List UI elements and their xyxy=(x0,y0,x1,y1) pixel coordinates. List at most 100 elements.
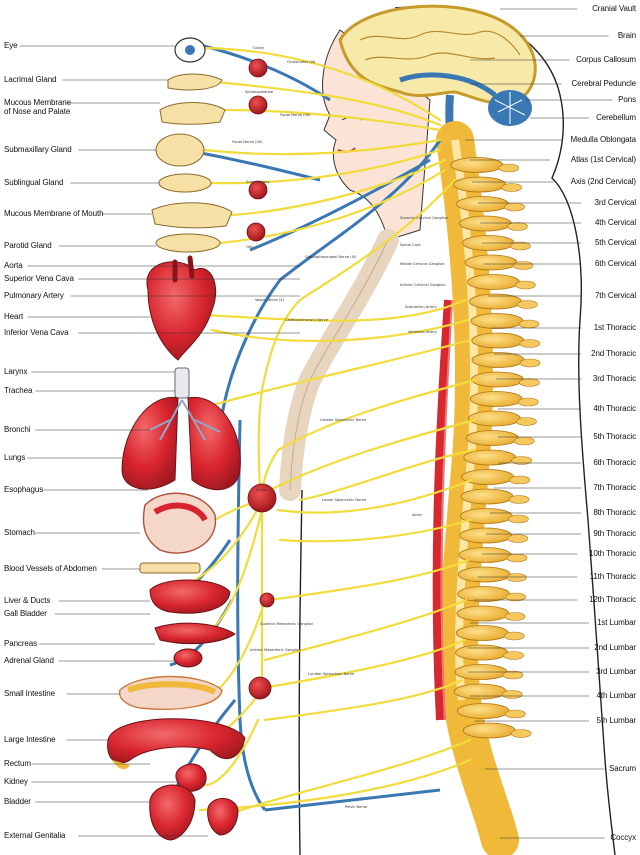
organ-label: Pulmonary Artery xyxy=(4,291,64,300)
nerve-fiber xyxy=(198,758,472,812)
anatomy-label: Pons xyxy=(618,95,636,104)
ganglion-node xyxy=(248,58,268,78)
ganglion-node xyxy=(246,222,266,242)
spinous-process xyxy=(519,339,541,348)
anatomy-label: Atlas (1st Cervical) xyxy=(570,155,636,164)
nerve-label: Sphenopalatine xyxy=(245,90,274,94)
anatomy-label: 6th Thoracic xyxy=(593,458,636,467)
organ-label: Adrenal Gland xyxy=(4,656,54,665)
organ-label: Stomach xyxy=(4,528,35,537)
nerve-fiber xyxy=(208,148,442,185)
ganglion-node xyxy=(248,95,268,115)
organ-label: Kidney xyxy=(4,777,28,786)
anatomy-label: Medulla Oblongata xyxy=(570,135,637,144)
organ-label: Mucous Membrane of Nose and Palate xyxy=(4,98,71,116)
organ-label: Large Intestine xyxy=(4,735,56,744)
nerve-label: Aorta xyxy=(412,513,422,517)
anatomy-label: Cerebellum xyxy=(596,113,636,122)
spinous-process xyxy=(508,514,529,524)
nerve-fiber xyxy=(213,80,442,127)
spinous-process xyxy=(507,534,529,543)
anatomy-label: Corpus Callosum xyxy=(576,55,636,64)
organ-label: Submaxillary Gland xyxy=(4,145,72,154)
vertebra xyxy=(453,176,507,193)
spinous-process xyxy=(508,495,530,504)
anatomy-label: Brain xyxy=(617,31,636,40)
spinous-process xyxy=(516,417,537,426)
anatomy-label: 7th Cervical xyxy=(594,291,636,300)
nerve-label: Inferior Mesenteric Ganglion xyxy=(250,648,302,652)
anatomy-label: 2nd Thoracic xyxy=(591,349,636,358)
anatomy-label: 4th Cervical xyxy=(594,218,636,227)
nerve-label: Superior Cervical Ganglion xyxy=(400,216,449,220)
spinous-process xyxy=(517,397,539,407)
vertebra xyxy=(465,430,519,446)
anatomy-label: 5th Thoracic xyxy=(593,432,636,441)
spinous-process xyxy=(505,592,526,602)
organ-label: Pancreas xyxy=(4,639,37,648)
vertebra xyxy=(460,488,514,505)
anatomy-label: 1st Thoracic xyxy=(593,323,636,332)
ganglion-node xyxy=(247,483,277,513)
organ-label: Larynx xyxy=(4,367,28,376)
anatomy-label: Axis (2nd Cervical) xyxy=(570,177,636,186)
vertebrae xyxy=(450,157,541,739)
organ-label: Blood Vessels of Abdomen xyxy=(4,564,97,573)
vertebra xyxy=(455,625,509,641)
vertebra xyxy=(461,469,515,485)
nerve-fiber xyxy=(257,178,457,492)
organ-label: Small Intestine xyxy=(4,689,55,698)
nerve-label: Greater Splanchnic Nerve xyxy=(320,418,367,422)
anatomy-label: 6th Cervical xyxy=(594,259,636,268)
nerve-fiber xyxy=(213,598,267,694)
anatomy-label: Sacrum xyxy=(609,764,636,773)
nerve-label: Subclavian Artery xyxy=(405,305,437,309)
nerve-fiber xyxy=(203,298,467,322)
spinous-process xyxy=(506,573,527,582)
vertebra xyxy=(456,196,510,212)
nerve-label: Vertebral Artery xyxy=(408,330,437,334)
nerve-fiber xyxy=(260,378,477,502)
vertebra xyxy=(468,410,521,427)
nerve-label: Ciliary xyxy=(253,46,265,50)
spinous-process xyxy=(510,729,532,738)
anatomy-label: 7th Thoracic xyxy=(593,483,636,492)
organ-label: Gall Bladder xyxy=(4,609,47,618)
spinous-process xyxy=(503,651,524,660)
anatomy-label: Coccyx xyxy=(610,833,636,842)
vertebra xyxy=(471,332,525,349)
nerve-fiber xyxy=(298,448,477,502)
nerve-label: Lesser Splanchnic Nerve xyxy=(322,498,367,502)
anatomy-label: 9th Thoracic xyxy=(593,529,636,538)
nerve-fiber xyxy=(263,678,464,722)
ganglion-node xyxy=(248,180,268,200)
organ-label: Parotid Gland xyxy=(4,241,52,250)
nerve-label: Celiac xyxy=(256,488,267,492)
nerve-label: Inferior Cervical Ganglion xyxy=(400,283,446,287)
anatomy-label: 3rd Cervical xyxy=(594,198,637,207)
spinous-process xyxy=(513,436,535,446)
nerve-fiber xyxy=(203,46,442,122)
nerve-fiber xyxy=(202,138,442,156)
nerve-label: Pelvic Nerve xyxy=(345,805,368,809)
nerve-fiber xyxy=(210,318,470,342)
organ-label: Esophagus xyxy=(4,485,44,494)
spinous-process xyxy=(512,261,534,270)
vertebra xyxy=(456,605,510,622)
anatomy-label: 1st Lumbar xyxy=(596,618,636,627)
spinous-process xyxy=(507,222,528,231)
nerve-fiber xyxy=(268,558,470,602)
spinous-process xyxy=(498,163,520,173)
nerve-fiber xyxy=(193,338,472,412)
organ-label: Lungs xyxy=(4,453,26,462)
nerve-fiber xyxy=(260,638,467,690)
nerve-fiber xyxy=(203,718,260,787)
nerve-label: Glossopharyngeal Nerve (IX) xyxy=(305,255,357,259)
anatomy-label: Cranial Vault xyxy=(592,4,636,13)
vertebra xyxy=(470,313,524,329)
organ-label: Lacrimal Gland xyxy=(4,75,57,84)
nerve-fiber xyxy=(233,738,472,814)
nerve-label: Vagus Nerve (X) xyxy=(255,298,285,302)
leader-lines xyxy=(19,8,613,839)
